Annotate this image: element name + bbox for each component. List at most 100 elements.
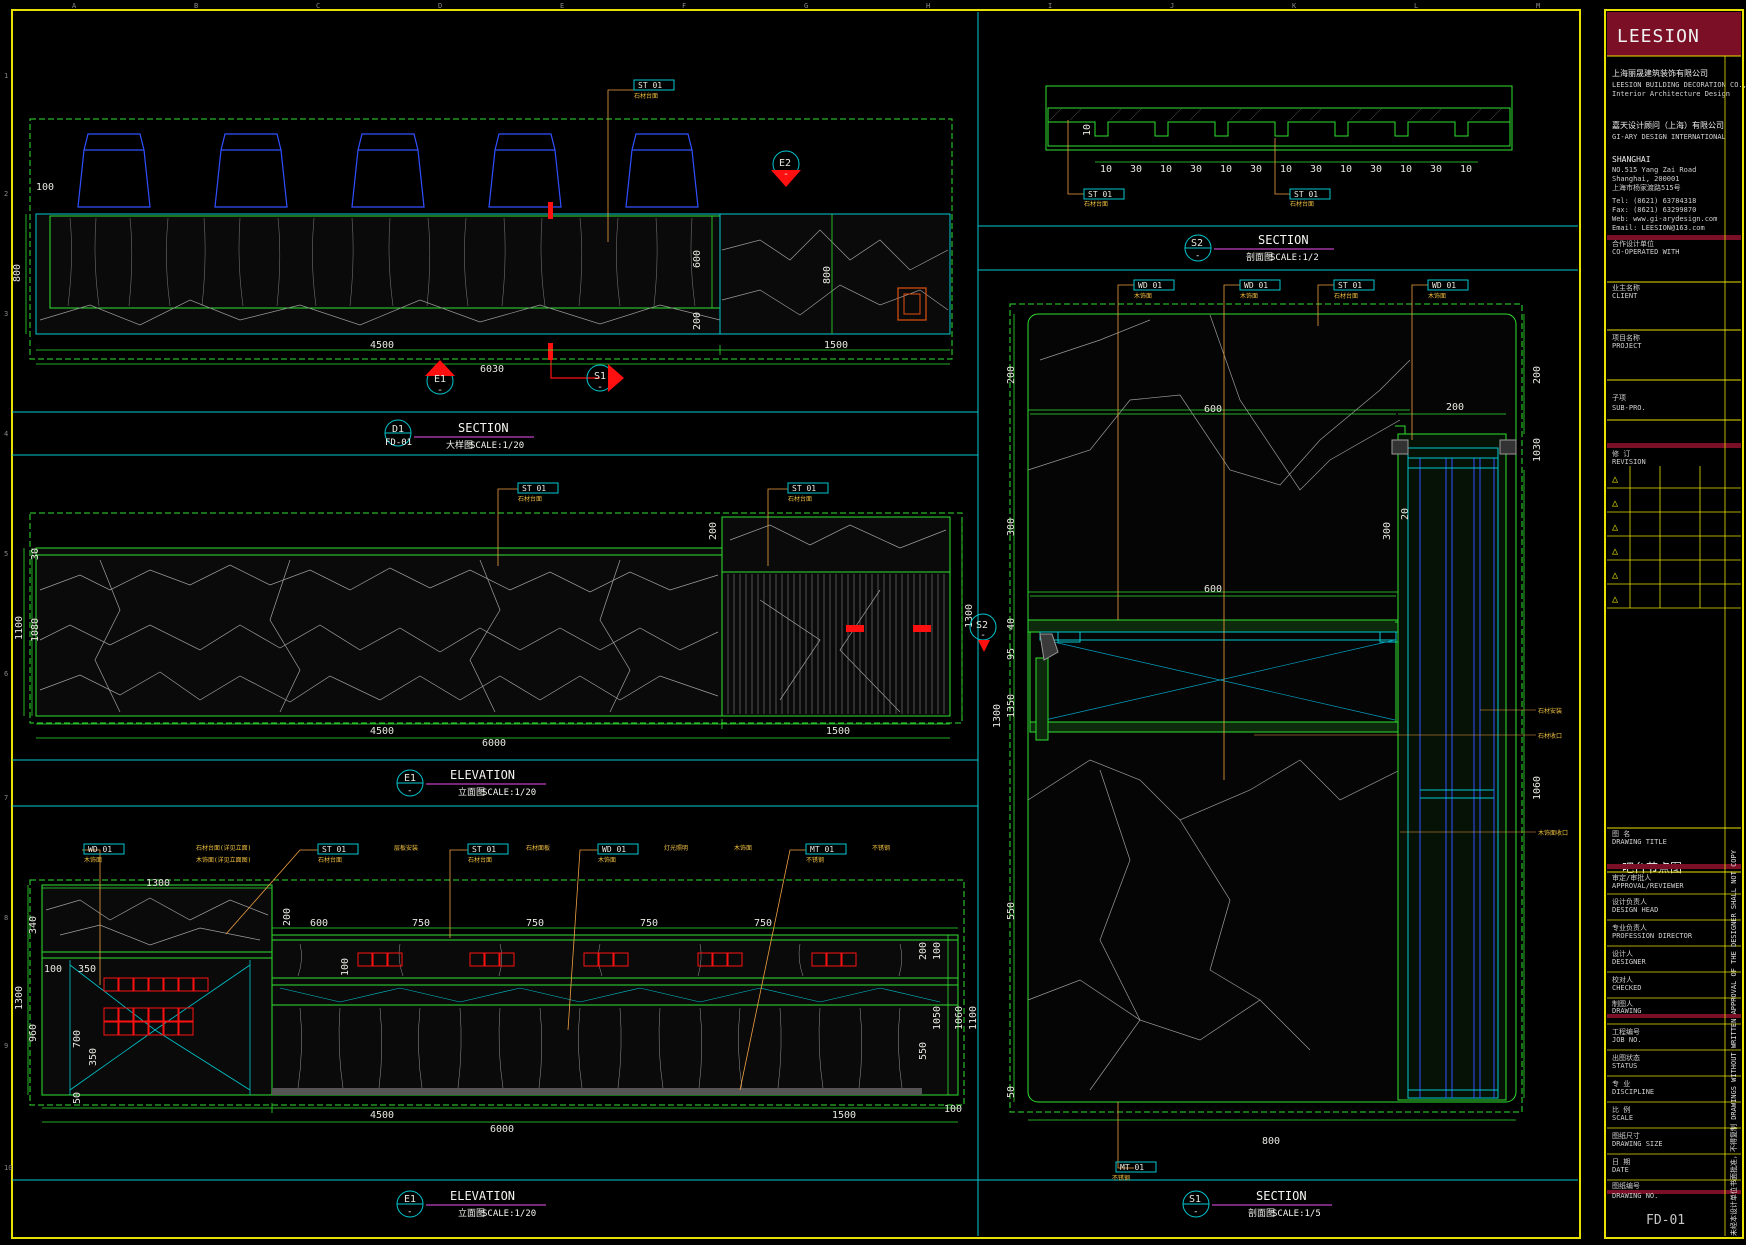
role-label-cn: 制图人 — [1612, 999, 1633, 1008]
material-tag: ST 01 — [1088, 190, 1112, 199]
dim-label: 10 — [1460, 164, 1472, 175]
dim-label: 200 — [692, 312, 703, 330]
role-label-en: DRAWING NO. — [1612, 1192, 1658, 1200]
marker-sub: - — [437, 385, 443, 396]
material-note: 石材台面 — [634, 92, 658, 100]
grid-number: 4 — [4, 430, 8, 438]
dim-label: 30 — [1130, 164, 1142, 175]
dim-label: 95 — [1006, 648, 1017, 660]
marble-veins — [39, 229, 949, 326]
grid-letter: I — [1048, 2, 1052, 10]
dim-label: 750 — [754, 918, 772, 929]
view-id: S2 — [1191, 238, 1203, 249]
revision-icon: △ — [1612, 570, 1618, 581]
role-label-en: DATE — [1612, 1166, 1629, 1174]
marker-sub: - — [783, 169, 789, 180]
dim-label: 600 — [1204, 584, 1222, 595]
dim-label: 100 — [340, 958, 351, 976]
dim-label: 1030 — [1532, 438, 1543, 462]
role-label-en: DESIGN HEAD — [1612, 906, 1658, 914]
office-address: 上海市杨家渡路515号 — [1612, 183, 1681, 192]
dim-label: 1080 — [30, 618, 41, 642]
material-tag: ST 01 — [322, 845, 346, 854]
d1-dimension-lines — [25, 214, 950, 365]
material-note: 木饰面 — [1428, 292, 1446, 300]
view-name: 立面图 — [458, 786, 485, 798]
material-tag: WD 01 — [1244, 281, 1268, 290]
office-tel: Tel: (8621) 63784318 — [1612, 197, 1696, 205]
grid-letter: J — [1170, 2, 1174, 10]
dim-label: 100 — [944, 1104, 962, 1115]
grid-number: 3 — [4, 310, 8, 318]
dim-label: 600 — [692, 250, 703, 268]
bottle-rack-top — [103, 977, 209, 992]
dim-label: 200 — [918, 942, 929, 960]
marble-veins-e1a — [39, 524, 947, 713]
field-label-en: SUB-PRO. — [1612, 404, 1646, 412]
field-label-en: CO-OPERATED WITH — [1612, 248, 1679, 256]
hatch — [1049, 107, 1503, 121]
grid-number: 2 — [4, 190, 8, 198]
dim-label: 30 — [1310, 164, 1322, 175]
dim-label: 350 — [78, 964, 96, 975]
material-note: 石材台面 — [1290, 200, 1314, 208]
role-rows — [1607, 893, 1741, 1181]
material-note: 石材台面 — [788, 495, 812, 503]
grid-letter: A — [72, 2, 77, 10]
grid-number: 7 — [4, 794, 8, 802]
dim-label: 20 — [1400, 508, 1411, 520]
revision-icon: △ — [1612, 594, 1618, 605]
e1a-dimension-lines — [23, 517, 963, 739]
dim-label: 200 — [708, 522, 719, 540]
dim-label: 6000 — [482, 738, 506, 749]
dim-label: 30 — [1430, 164, 1442, 175]
copyright-note: 未经本设计单位书面批准，不得复制 DRAWINGS WITHOUT WRITTE… — [1729, 849, 1738, 1236]
dim-label: 100 — [932, 942, 943, 960]
role-label-en: CHECKED — [1612, 984, 1642, 992]
role-label-en: STATUS — [1612, 1062, 1637, 1070]
drawer-units — [357, 952, 857, 967]
dim-label: 700 — [72, 1030, 83, 1048]
grid-letter: F — [682, 2, 686, 10]
callout-note: 层板安装 — [394, 844, 418, 852]
dim-label: 4500 — [370, 726, 394, 737]
role-label-cn: 专 业 — [1612, 1079, 1630, 1088]
grid-letters: A B C D E F G H I J K L M — [72, 2, 1540, 10]
dim-label: 30 — [1190, 164, 1202, 175]
field-label-cn: 业主名称 — [1612, 283, 1640, 292]
marble-veins-s1 — [1027, 314, 1411, 1091]
marker-label: E2 — [779, 158, 791, 169]
dim-label: 800 — [12, 264, 23, 282]
callout-note: 木饰面 — [734, 844, 752, 852]
dim-label: 30 — [30, 548, 41, 560]
dim-label: 750 — [412, 918, 430, 929]
material-note: 石材台面 — [318, 856, 342, 864]
view-scale: SCALE:1/2 — [1270, 253, 1319, 263]
panel-dividers — [12, 12, 1578, 1236]
title-s2: S2 - SECTION 剖面图 SCALE:1/2 — [1184, 233, 1334, 263]
role-label-en: DESIGNER — [1612, 958, 1647, 966]
material-tag: MT 01 — [1120, 1163, 1144, 1172]
marker-s2: S2 - — [969, 613, 997, 652]
role-label-en: DISCIPLINE — [1612, 1088, 1654, 1096]
wood-grain-bottom — [297, 943, 903, 1089]
shelf-diagonals — [279, 987, 941, 1003]
role-label-cn: 校对人 — [1612, 975, 1633, 984]
slat-pattern — [727, 574, 945, 714]
grid-number: 10 — [4, 1164, 12, 1172]
title-block: LEESION 上海丽晟建筑装饰有限公司 LEESION BUILDING DE… — [1607, 12, 1746, 1236]
revision-rows — [1607, 466, 1741, 609]
role-label-en: JOB NO. — [1612, 1036, 1642, 1044]
grid-number: 6 — [4, 670, 8, 678]
role-label-cn: 比 例 — [1612, 1105, 1630, 1114]
marker-sub: - — [980, 630, 986, 641]
dim-label: 1500 — [832, 1110, 856, 1121]
dim-label: 4500 — [370, 340, 394, 351]
company-tagline: Interior Architecture Design — [1612, 90, 1730, 98]
marker-label: S2 — [976, 620, 988, 631]
marker-e2: E2 - — [771, 150, 801, 187]
material-tag: WD 01 — [602, 845, 626, 854]
dim-label: 200 — [282, 908, 293, 926]
partner-name-cn: 嘉天设计顾问（上海）有限公司 — [1612, 120, 1724, 130]
field-label-cn: 合作设计单位 — [1612, 239, 1654, 248]
